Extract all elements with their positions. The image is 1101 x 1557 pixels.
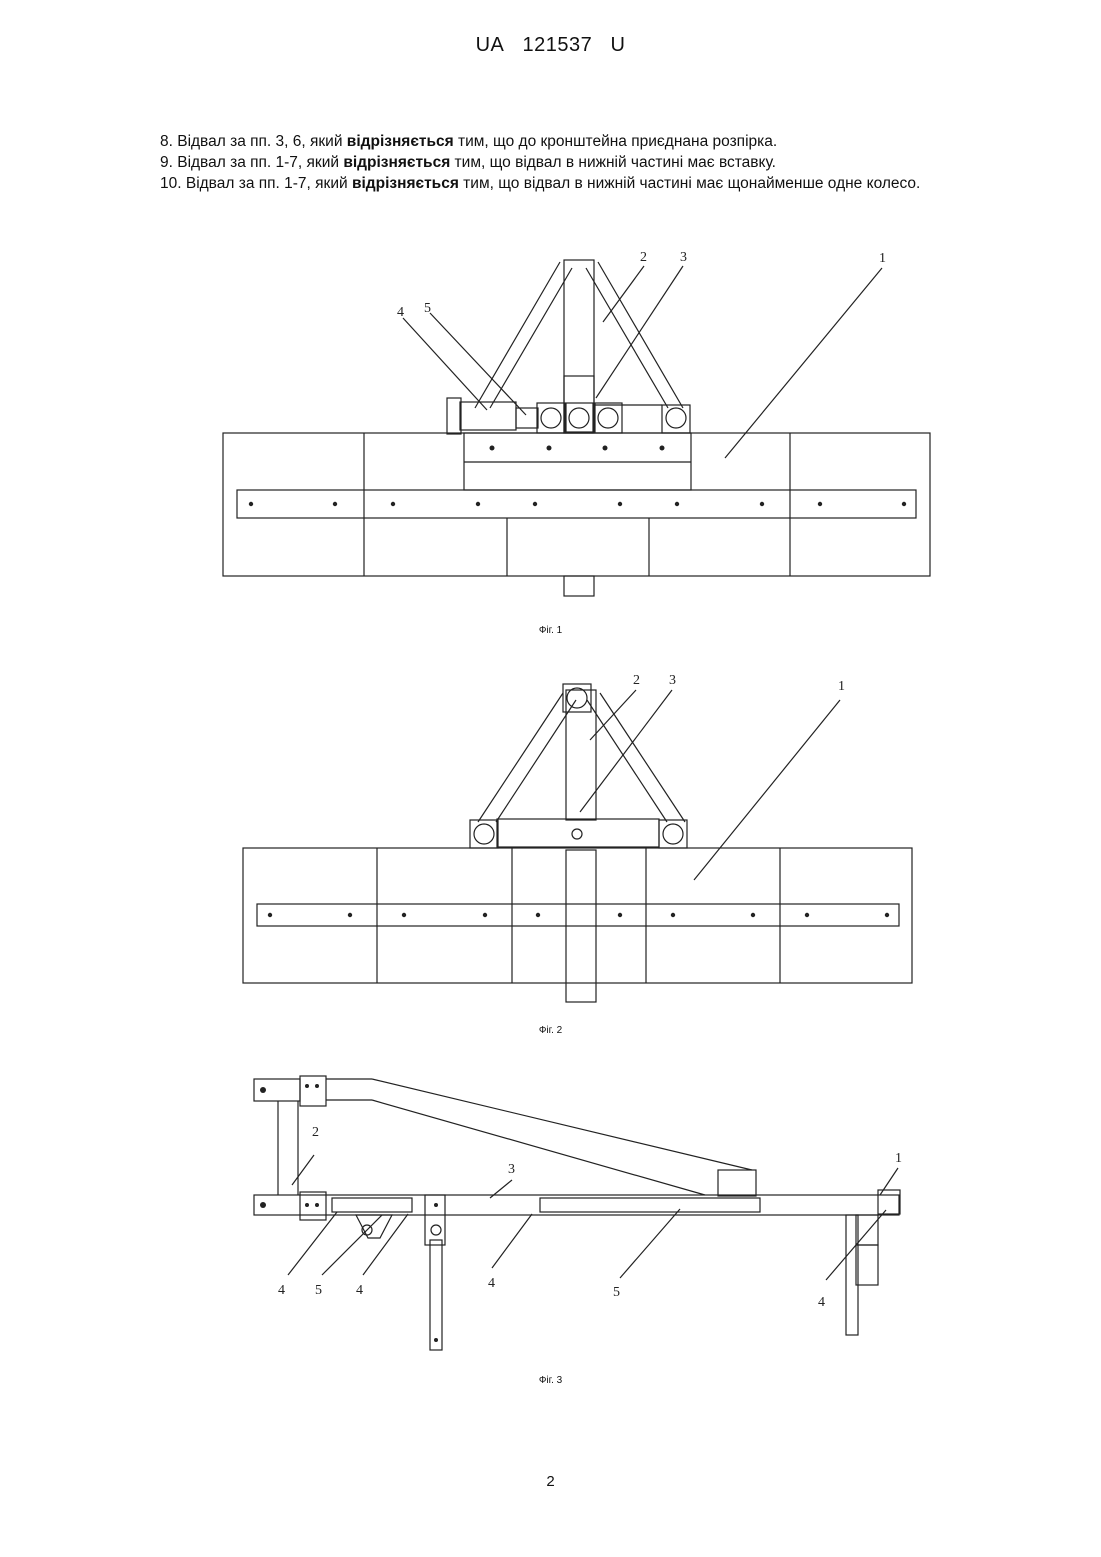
figure-3-caption: Фіг. 3 (0, 1375, 1101, 1386)
figure-2-drawing (243, 684, 912, 1002)
fig1-label-5: 5 (424, 301, 431, 316)
fig3-label-4b: 4 (356, 1283, 363, 1298)
figure-1-caption: Фіг. 1 (0, 625, 1101, 636)
fig2-label-3: 3 (669, 673, 676, 688)
fig3-label-3: 3 (508, 1162, 515, 1177)
fig1-label-2: 2 (640, 250, 647, 265)
fig2-label-1: 1 (838, 679, 845, 694)
figure-3-drawing (254, 1076, 900, 1350)
fig3-label-5a: 5 (315, 1283, 322, 1298)
figure-1-drawing (223, 260, 930, 596)
figure-1-labels: 1 2 3 4 5 (397, 250, 886, 320)
fig3-label-4a: 4 (278, 1283, 285, 1298)
fig3-label-4d: 4 (818, 1295, 825, 1310)
page-number: 2 (0, 1473, 1101, 1490)
fig1-label-3: 3 (680, 250, 687, 265)
fig3-label-5b: 5 (613, 1285, 620, 1300)
fig3-label-2: 2 (312, 1125, 319, 1140)
fig3-label-4c: 4 (488, 1276, 495, 1291)
figure-2-caption: Фіг. 2 (0, 1025, 1101, 1036)
fig3-label-1: 1 (895, 1151, 902, 1166)
figure-3-labels: 1 2 3 4 5 4 4 5 4 (278, 1125, 902, 1310)
fig1-label-1: 1 (879, 251, 886, 266)
fig1-label-4: 4 (397, 305, 404, 320)
fig2-label-2: 2 (633, 673, 640, 688)
figure-2-labels: 1 2 3 (633, 673, 845, 694)
